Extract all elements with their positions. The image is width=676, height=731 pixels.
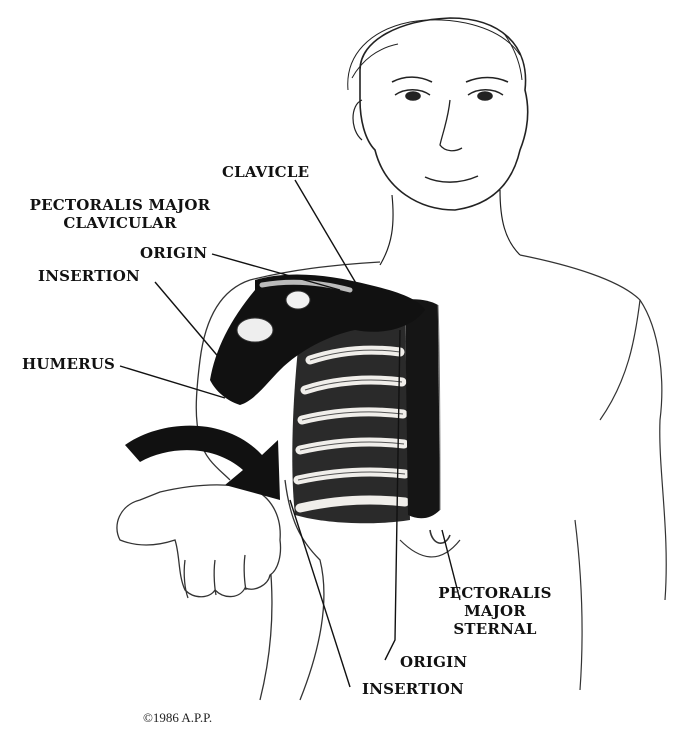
label-pectoralis-clavicular: PECTORALIS MAJOR CLAVICULAR	[10, 196, 230, 232]
head	[348, 18, 528, 265]
label-clavicle: CLAVICLE	[222, 163, 309, 181]
label-pectoralis-sternal-line1: PECTORALIS	[430, 584, 560, 602]
label-humerus: HUMERUS	[22, 355, 115, 373]
label-pectoralis-sternal: PECTORALIS MAJOR STERNAL	[430, 584, 560, 638]
label-pectoralis-clavicular-line1: PECTORALIS MAJOR	[10, 196, 230, 214]
leader-clavicle	[295, 180, 360, 290]
copyright-credit: ©1986 A.P.P.	[143, 710, 212, 726]
leader-insertion-upper	[155, 282, 238, 380]
label-insertion-upper: INSERTION	[38, 267, 140, 285]
rib-cage	[292, 320, 410, 523]
label-insertion-lower: INSERTION	[362, 680, 464, 698]
label-origin-upper: ORIGIN	[140, 244, 207, 262]
pectoralis-sternal-portion	[405, 299, 440, 518]
label-pectoralis-clavicular-line2: CLAVICULAR	[10, 214, 230, 232]
leader-insertion-lower	[290, 500, 350, 687]
label-origin-lower: ORIGIN	[400, 653, 467, 671]
label-pectoralis-sternal-line2: MAJOR	[430, 602, 560, 620]
label-pectoralis-sternal-line3: STERNAL	[430, 620, 560, 638]
leader-humerus	[120, 366, 225, 398]
